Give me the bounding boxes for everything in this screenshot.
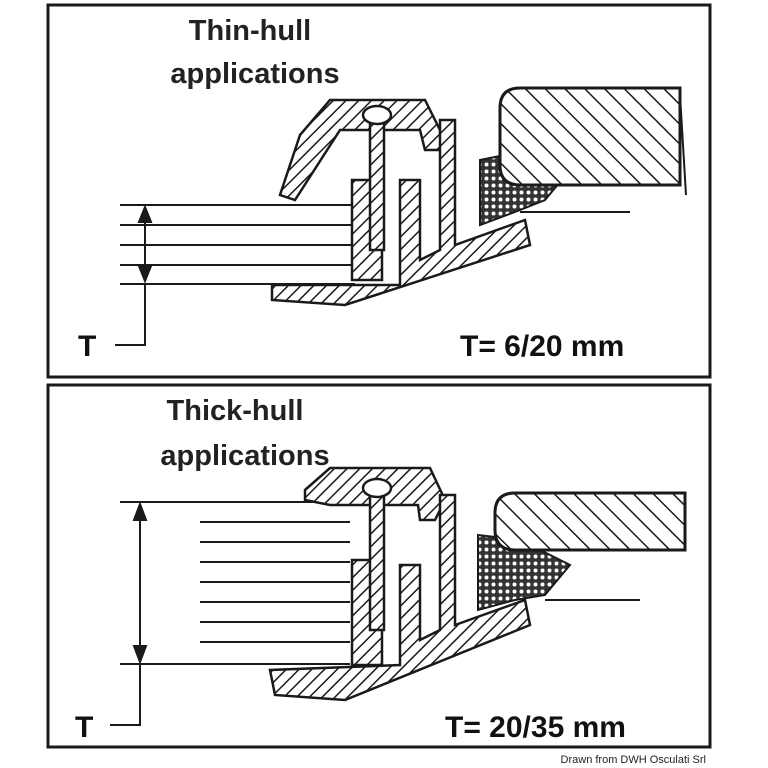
thick-hull-panel: Thick-hull applications T T= 20/35 mm xyxy=(46,383,712,749)
hull-layers xyxy=(120,501,350,665)
dimension-arrow xyxy=(110,501,148,726)
panel-frame xyxy=(46,3,712,379)
window-frame-profile xyxy=(270,98,532,307)
thickness-spec: T= 20/35 mm xyxy=(445,711,626,744)
hull-layers xyxy=(120,204,355,285)
dimension-symbol: T xyxy=(75,711,93,744)
panel-title-line1: Thick-hull xyxy=(167,395,304,427)
window-frame-profile xyxy=(268,466,532,702)
glass-pane xyxy=(493,491,687,601)
panel-title-line1: Thin-hull xyxy=(189,15,311,47)
thickness-spec: T= 6/20 mm xyxy=(460,330,624,363)
credit-text: Drawn from DWH Osculati Srl xyxy=(561,754,706,766)
thin-hull-panel: Thin-hull applications T T= 6/20 mm xyxy=(46,3,712,379)
glass-pane xyxy=(498,86,687,213)
panel-frame xyxy=(46,383,712,749)
dimension-arrow xyxy=(115,204,153,346)
panel-title-line2: applications xyxy=(160,440,329,472)
dimension-symbol: T xyxy=(78,330,96,363)
panel-title-line2: applications xyxy=(170,58,339,90)
